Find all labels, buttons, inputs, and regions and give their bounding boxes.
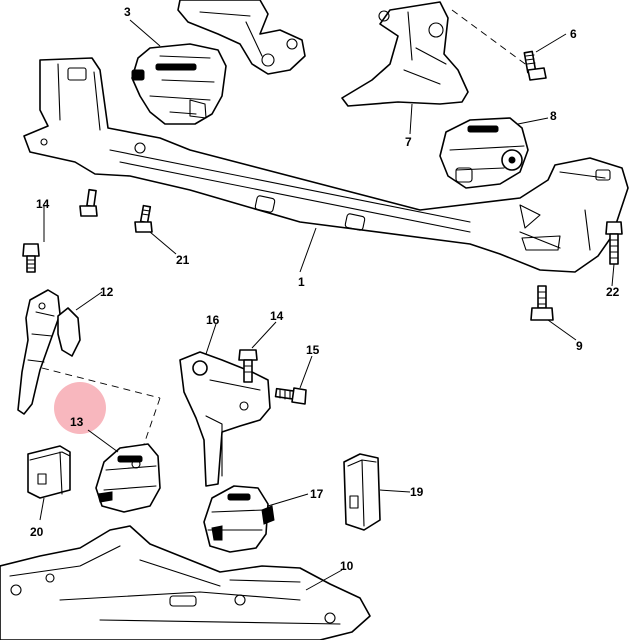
callout-10: 10: [340, 559, 354, 573]
part-13-dashed-guide-side: [141, 397, 161, 451]
part-8-engine-mount[interactable]: [439, 117, 529, 189]
part-12-bracket[interactable]: [17, 289, 81, 415]
callout-13: 13: [70, 415, 84, 429]
part-14-bolt-bracket[interactable]: [238, 349, 258, 383]
callout-7: 7: [405, 135, 412, 149]
part-22-bushing[interactable]: [27, 445, 71, 499]
callout-9: 9: [576, 339, 583, 353]
callout-22: 20: [30, 525, 44, 539]
part-14-bolt-upper[interactable]: [79, 188, 98, 217]
callout-3: 3: [124, 5, 131, 19]
part-3-engine-mount[interactable]: [131, 43, 227, 125]
callout-1: 1: [298, 275, 305, 289]
callout-19: 21: [176, 253, 190, 267]
upper-bracket[interactable]: [177, 0, 306, 75]
part-15-bolt[interactable]: [274, 387, 307, 405]
part-19-bolt[interactable]: [134, 204, 153, 233]
part-9-bolt[interactable]: [530, 285, 554, 321]
part-13-dashed-guide-top: [41, 367, 161, 399]
part-16-bracket[interactable]: [179, 351, 271, 487]
callout-14-upper: 14: [36, 197, 50, 211]
callout-6: 6: [570, 27, 577, 41]
callout-8: 8: [550, 109, 557, 123]
callout-16: 16: [206, 313, 220, 327]
callout-14-bracket: 14: [270, 309, 284, 323]
callout-17: 17: [310, 487, 324, 501]
callout-15: 15: [306, 343, 320, 357]
callout-21: 19: [410, 485, 424, 499]
part-21-bushing[interactable]: [343, 453, 381, 531]
part-7-bracket[interactable]: [341, 1, 469, 107]
part-1-crossmember[interactable]: [23, 57, 629, 273]
part-17-mount[interactable]: [203, 485, 275, 553]
callout-13-highlight: [54, 382, 106, 434]
part-13-mount[interactable]: [95, 443, 161, 513]
part-6-bolt[interactable]: [523, 50, 547, 81]
callout-20: 22: [606, 285, 620, 299]
callout-12: 12: [100, 285, 114, 299]
part-7-dashed-guide: [451, 9, 529, 67]
part-10-subframe[interactable]: [0, 525, 371, 640]
part-14-bolt-left[interactable]: [22, 243, 40, 273]
part-20-bolt[interactable]: [605, 221, 623, 265]
leader-lines: [39, 19, 615, 591]
